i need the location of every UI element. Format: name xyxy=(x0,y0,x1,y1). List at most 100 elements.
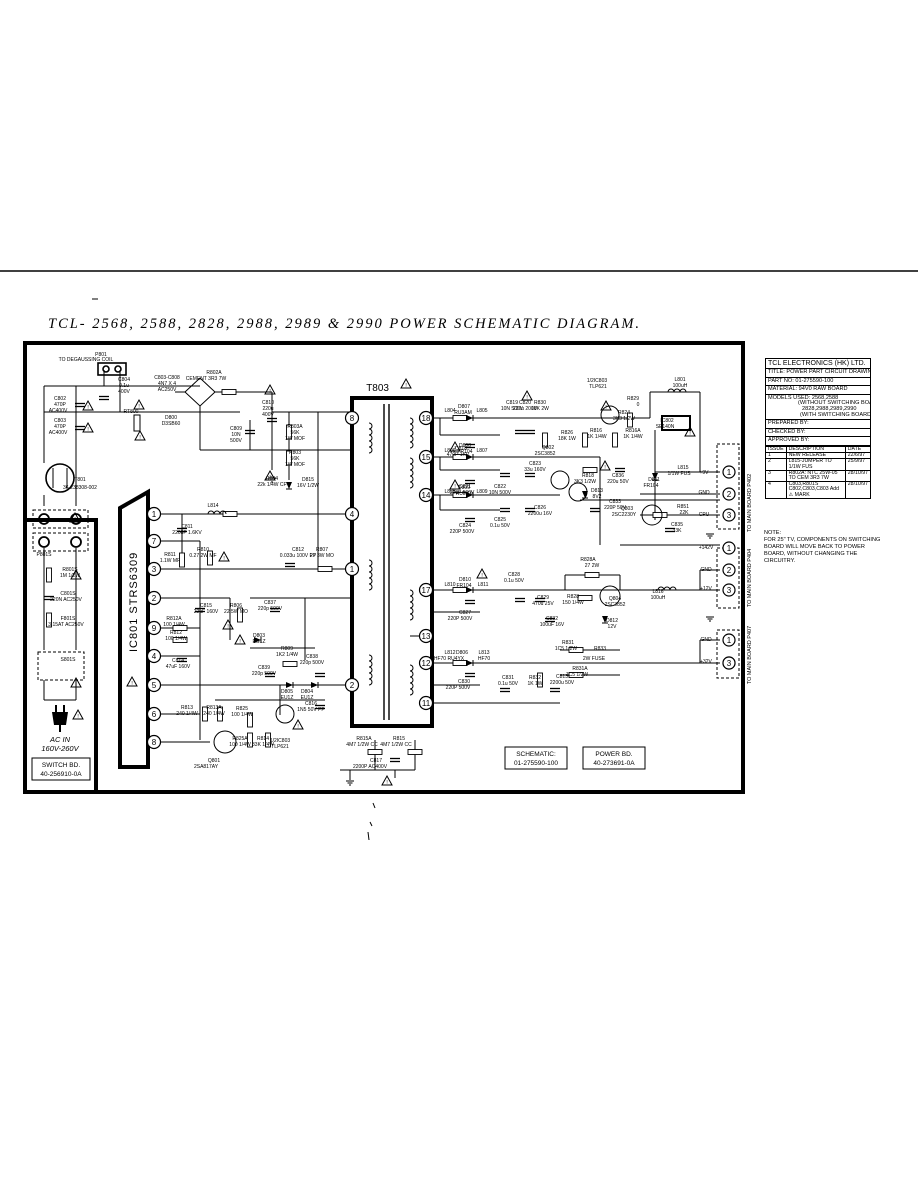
component-label-r812a: R812A xyxy=(166,616,182,622)
component-label-r813-val: 240 1/4W xyxy=(176,711,198,717)
revision-issue: 2 xyxy=(765,458,787,471)
component-label-c831: C831 xyxy=(502,675,514,681)
pin-number: 14 xyxy=(422,491,431,500)
pin-number: 8 xyxy=(350,414,355,423)
component-label-q804: Q804 xyxy=(609,596,621,602)
component-label-d804: D804 xyxy=(301,689,313,695)
component-label-r812-val: 100 1/4W xyxy=(165,636,187,642)
component-label-l812: L812 xyxy=(444,650,455,656)
component-label-q803-val: 2SC2230Y xyxy=(612,512,637,518)
component-label-r816a-val: 1K 1/4W xyxy=(623,434,642,440)
component-label-c810-val: 220u xyxy=(262,406,273,412)
component-label-r806-val: 22 5W MO xyxy=(224,609,248,615)
component-label-r807: R807 xyxy=(316,547,328,553)
component-label-r828: R828 xyxy=(567,594,579,600)
component-label-q801-val: 2SA817AY xyxy=(194,764,219,770)
component-label-d806-val: HF70 RU4YX xyxy=(434,656,465,662)
component-label-c804-val: 0.1u xyxy=(119,383,129,389)
pin: 2 xyxy=(146,590,162,606)
component-label-r831a: R831A xyxy=(572,666,588,672)
component-label-c832: C832 xyxy=(546,616,558,622)
component-label-c823-val: 33u 160V xyxy=(524,467,546,473)
component-label-d811: D811 xyxy=(648,477,660,483)
switch-box-title: SWITCH BD. xyxy=(42,762,80,769)
schematic-box-number: 01-275590-100 xyxy=(514,760,558,767)
component-label-r824-val: 3K3 1/2W xyxy=(613,416,635,422)
component-label-r826: R826 xyxy=(561,430,573,436)
pin: 13 xyxy=(418,628,434,644)
component-label-c838: C838 xyxy=(306,654,318,660)
component-label-c835-val: 33K xyxy=(673,528,683,534)
component-label-r829: R829 xyxy=(627,396,639,402)
component-label-c810: C810 xyxy=(262,400,274,406)
pin: 8 xyxy=(344,410,360,426)
component-label-r813a: R813A xyxy=(206,705,222,711)
pin: 11 xyxy=(418,695,434,711)
pin-number: 17 xyxy=(422,586,431,595)
component-label-t801: T801 xyxy=(74,477,86,483)
component-label-c812-val: 0.033u 100V PP xyxy=(280,553,317,559)
component-label-d800: D800 xyxy=(165,415,177,421)
component-label-r801s-val: 1M 1/2W xyxy=(60,573,80,579)
component-label-d805-val: EU1Z xyxy=(281,695,294,701)
component-label-r810: R810 xyxy=(197,547,209,553)
component-label-c821-val: 220P 500V xyxy=(450,490,475,496)
component-label-f801s-val: 3.15AT AC250V xyxy=(48,622,84,628)
component-label-l809: L809 xyxy=(476,489,487,495)
component-label-c820: C820 xyxy=(519,400,531,406)
pin-number: 1 xyxy=(727,468,732,477)
component-label-d808: D808 xyxy=(459,443,471,449)
pin-number: 7 xyxy=(152,537,157,546)
pin-number: 18 xyxy=(422,414,431,423)
component-label-c836-val: 220u 50V xyxy=(607,479,629,485)
component-label-c803-v: AC250V xyxy=(158,387,177,393)
component-label-out-12: +12V xyxy=(700,586,712,592)
approved-by: APPROVED BY: xyxy=(765,437,871,446)
component-label-d812: D812 xyxy=(606,618,618,624)
component-label-d810: D810 xyxy=(459,577,471,583)
revision-date: 28/10/97 xyxy=(844,481,872,499)
pin-number: 12 xyxy=(422,659,431,668)
component-label-c819-val: 10N 500V xyxy=(501,406,524,412)
pin-number: 11 xyxy=(422,699,431,708)
revision-issue: 4 xyxy=(765,481,787,499)
pin-number: 3 xyxy=(727,511,732,520)
component-label-d809: D809 xyxy=(458,485,470,491)
component-label-d805: D805 xyxy=(281,689,293,695)
pin: 1 xyxy=(722,633,736,647)
without-switching-note: (WITHOUT SWITCHING BOARD) xyxy=(798,400,870,407)
drawing-title: TITLE: POWER PART CIRCUIT DRAWING xyxy=(765,369,871,378)
component-label-r816a: R816A xyxy=(625,428,641,434)
component-label-ic803a: 1/2IC803 xyxy=(587,378,608,384)
component-label-d812-val: 12V xyxy=(608,624,618,630)
component-label-r810-val: 0.27 2W MF xyxy=(189,553,216,559)
component-label-c817: C817 xyxy=(370,758,382,764)
ac-in-label: AC IN xyxy=(49,735,71,744)
component-label-c818: C818 xyxy=(455,446,467,452)
component-label-c816-val: 1N5 50V PP xyxy=(297,707,325,713)
component-label-d808-val: FR104 xyxy=(457,449,472,455)
component-label-r813: R813 xyxy=(181,705,193,711)
component-label-r831-val: 1C5 1/2W xyxy=(555,646,578,652)
component-label-r814: R814 xyxy=(257,736,269,742)
component-label-c826: C826 xyxy=(534,505,546,511)
component-label-l815-val: 1/1W FUS xyxy=(667,471,691,477)
footnote: NOTE: FOR 25" TV, COMPONENTS ON SWITCHIN… xyxy=(764,530,884,565)
component-label-l804: L804 xyxy=(444,408,455,414)
checked-by: CHECKED BY: xyxy=(765,428,871,438)
pin: 7 xyxy=(146,533,162,549)
component-label-c811-val: 2200P 1.6KV xyxy=(172,530,202,536)
pin-number: 3 xyxy=(152,565,157,574)
component-label-out-cpu: CPU xyxy=(699,512,710,518)
component-label-c839: C839 xyxy=(258,665,270,671)
component-label-c809-val: 10N xyxy=(231,432,241,438)
component-label-q801: Q801 xyxy=(208,758,220,764)
component-label-c816: C816 xyxy=(305,701,317,707)
component-label-q804-val: 2SC3852 xyxy=(605,602,626,608)
pin-number: 2 xyxy=(350,681,355,690)
component-label-c802: C802 xyxy=(54,396,66,402)
with-switching-note: (WITH SWITCHING BOARD) xyxy=(800,411,871,418)
component-label-d815: D815 xyxy=(302,477,314,483)
component-label-c838-val: 220p 500V xyxy=(300,660,325,666)
